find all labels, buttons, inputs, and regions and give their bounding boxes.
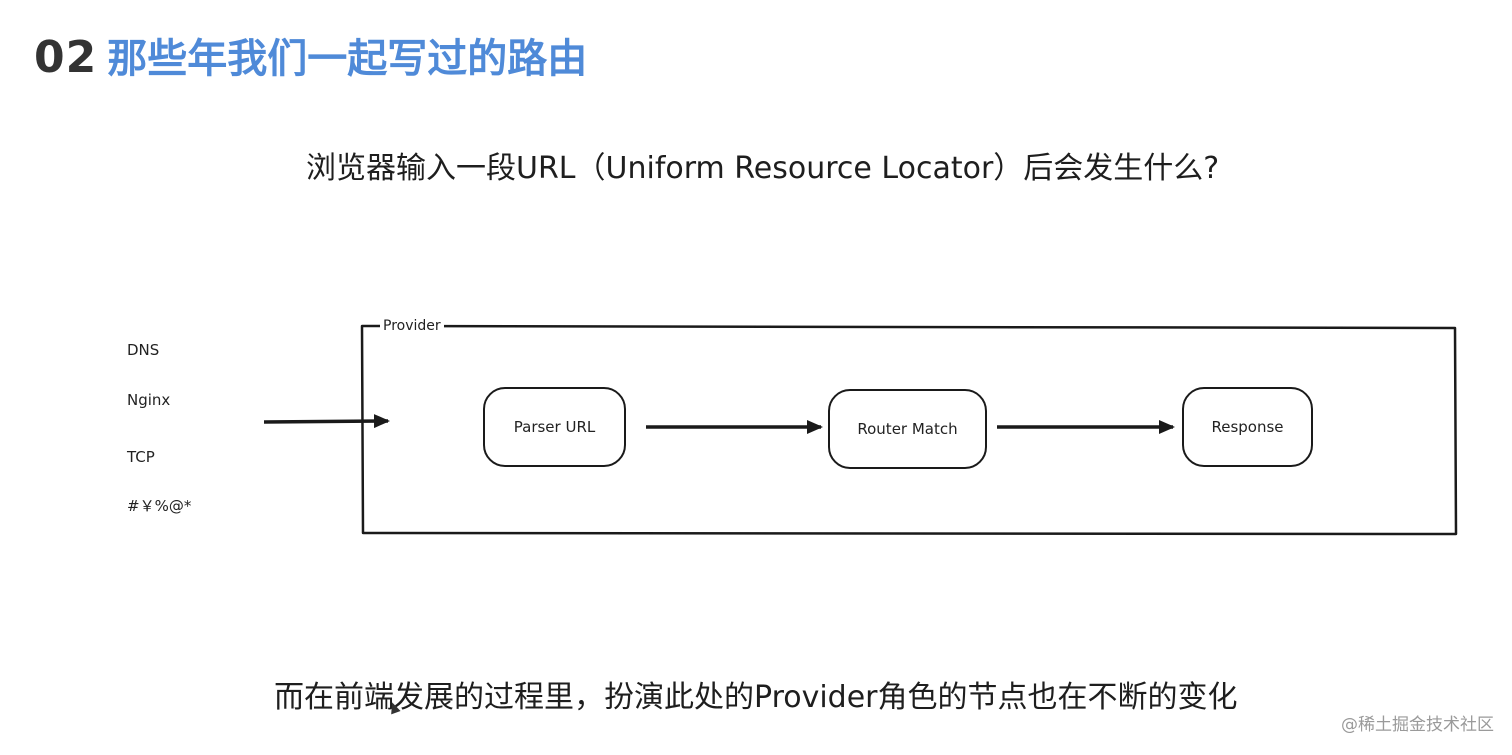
incoming-arrow [263, 414, 390, 429]
watermark: @稀土掘金技术社区 [1341, 715, 1494, 735]
side-label-tcp: TCP [127, 448, 155, 466]
side-label-nginx: Nginx [127, 391, 171, 409]
node-response: Response [1182, 387, 1313, 467]
provider-label: Provider [380, 318, 444, 334]
slide-number: 02 [34, 32, 98, 83]
node-router-match: Router Match [828, 389, 987, 469]
node-response-label: Response [1211, 418, 1284, 436]
question-text: 浏览器输入一段URL（Uniform Resource Locator）后会发生… [306, 151, 1220, 186]
caption-text: 而在前端发展的过程里，扮演此处的Provider角色的节点也在不断的变化 [274, 680, 1238, 715]
side-label-dns: DNS [127, 341, 160, 359]
node-parser-url: Parser URL [483, 387, 626, 467]
node-parser-url-label: Parser URL [513, 418, 596, 436]
slide-title: 那些年我们一起写过的路由 [107, 36, 588, 82]
slide-heading: 02 那些年我们一起写过的路由 [34, 26, 587, 84]
node-router-match-label: Router Match [857, 420, 958, 438]
side-label-symbols: #￥%@* [127, 497, 192, 515]
